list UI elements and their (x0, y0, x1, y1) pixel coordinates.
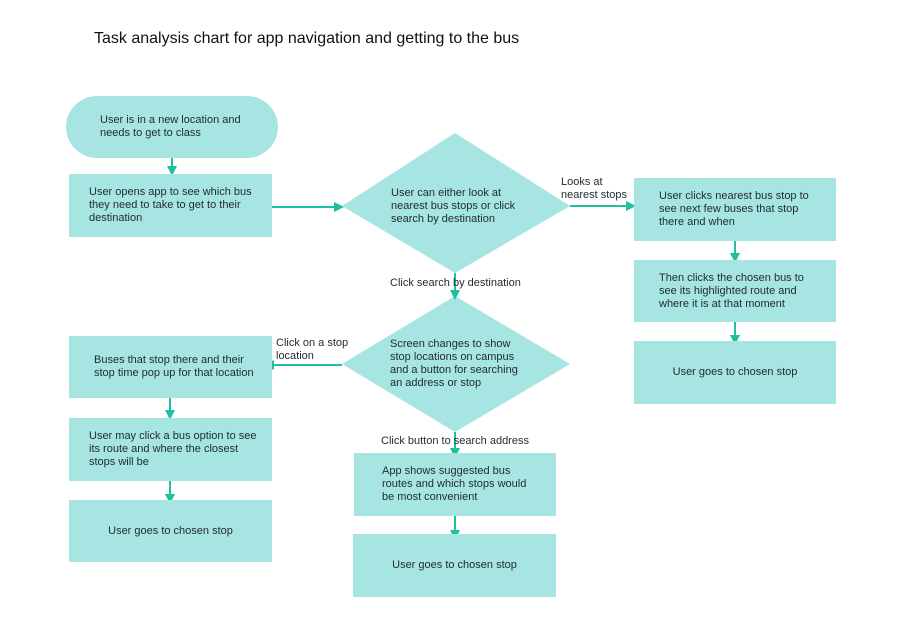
goes-left-node: User goes to chosen stop (69, 500, 272, 562)
suggested-routes-node: App shows suggested bus routes and which… (354, 453, 556, 516)
start-node-text: User is in a new location and needs to g… (100, 114, 241, 139)
goes-center-node: User goes to chosen stop (353, 534, 556, 597)
buses-popup-node-text: Buses that stop there and their stop tim… (94, 354, 254, 379)
edge-label-looks-nearest: Looks at nearest stops (561, 176, 628, 201)
nearest-stop-node-text: User clicks nearest bus stop to see next… (659, 190, 809, 228)
goes-center-node-text: User goes to chosen stop (392, 559, 517, 571)
decision-search-text: Screen changes to show stop locations on… (390, 338, 518, 389)
decision-diamond-search (342, 296, 570, 432)
goes-right-node-text: User goes to chosen stop (672, 366, 798, 378)
nearest-stop-node: User clicks nearest bus stop to see next… (634, 178, 836, 241)
decision-diamond-main (342, 133, 570, 273)
chosen-bus-node: Then clicks the chosen bus to see its hi… (634, 260, 836, 322)
decision-main-text: User can either look at nearest bus stop… (391, 187, 516, 225)
open-app-node: User opens app to see which bus they nee… (69, 174, 272, 237)
edge-label-click-stop: Click on a stop location (276, 337, 349, 362)
chosen-bus-node-text: Then clicks the chosen bus to see its hi… (659, 271, 804, 310)
open-app-node-text: User opens app to see which bus they nee… (89, 186, 252, 224)
bus-option-node-text: User may click a bus option to see its r… (89, 430, 257, 468)
start-node: User is in a new location and needs to g… (66, 96, 278, 158)
edge-label-click-search: Click search by destination (390, 277, 521, 289)
chart-title: Task analysis chart for app navigation a… (94, 30, 520, 47)
buses-popup-node: Buses that stop there and their stop tim… (69, 336, 272, 398)
suggested-routes-node-text: App shows suggested bus routes and which… (382, 465, 527, 503)
goes-right-node: User goes to chosen stop (634, 341, 836, 404)
bus-option-node: User may click a bus option to see its r… (69, 418, 272, 481)
edge-label-click-button: Click button to search address (381, 435, 529, 447)
goes-left-node-text: User goes to chosen stop (108, 524, 233, 537)
